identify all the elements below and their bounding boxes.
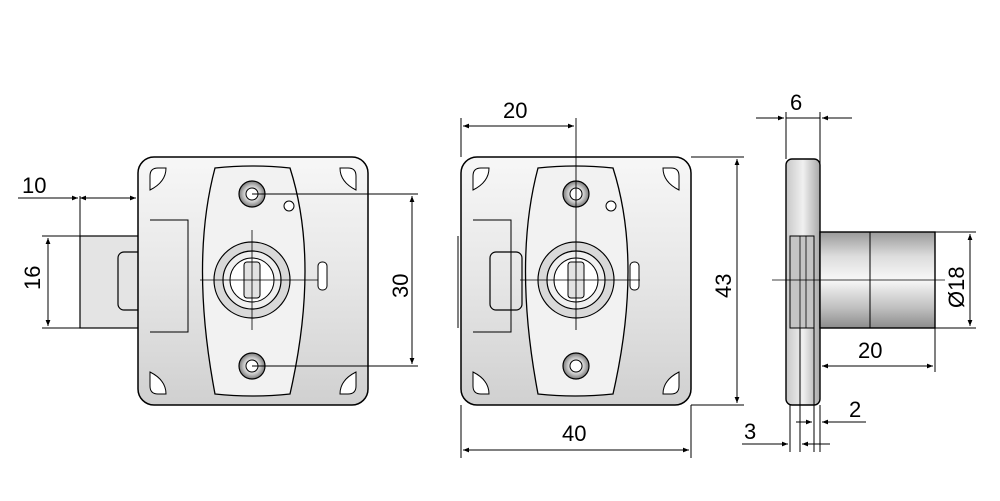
side-view: [772, 158, 945, 406]
dim-label-20-side: 20: [858, 338, 882, 363]
dimension-16: 16: [20, 235, 82, 329]
dim-label-dia18: Ø18: [944, 266, 969, 308]
dimension-2: 2: [796, 328, 866, 452]
dim-label-20-top: 20: [503, 98, 527, 123]
dimension-6: 6: [756, 90, 852, 232]
dimension-3: 3: [742, 328, 830, 452]
dimension-20-side: 20: [822, 328, 936, 372]
dim-label-43: 43: [711, 274, 736, 298]
dimension-10: 10: [18, 173, 139, 236]
middle-view: [457, 118, 692, 406]
dim-label-16: 16: [20, 266, 45, 290]
dimension-40: 40: [460, 405, 692, 458]
dim-label-6: 6: [790, 90, 802, 115]
dimension-43: 43: [691, 156, 744, 406]
dimension-20-top: 20: [460, 98, 574, 157]
dimension-dia18: Ø18: [935, 231, 976, 329]
dim-label-3: 3: [744, 419, 756, 444]
left-view: [79, 156, 369, 406]
dim-label-30: 30: [388, 274, 413, 298]
dim-label-2: 2: [849, 397, 861, 422]
dim-label-40: 40: [562, 421, 586, 446]
dim-label-10: 10: [22, 173, 46, 198]
dimension-30: 30: [252, 193, 418, 367]
